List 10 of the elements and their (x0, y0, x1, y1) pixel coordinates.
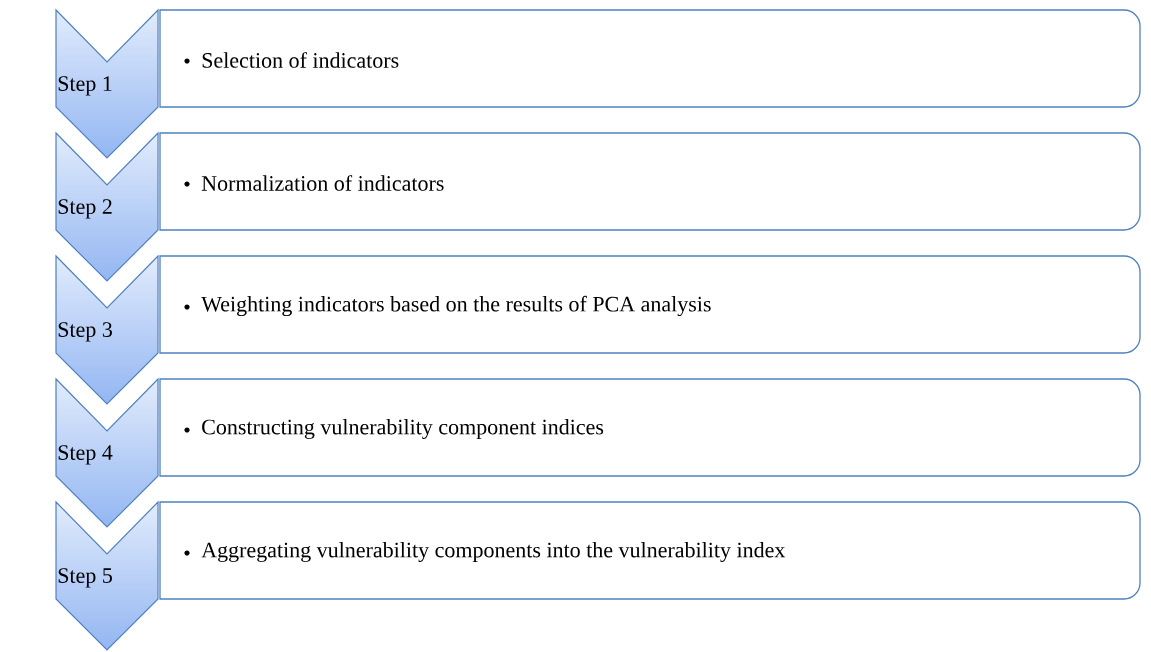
step-tab: Step 1 (55, 8, 159, 159)
step-box: Normalization of indicators (159, 132, 1141, 231)
step-tab: Step 2 (55, 131, 159, 282)
step-box: Selection of indicators (159, 9, 1141, 108)
step-box: Constructing vulnerability component indices (159, 378, 1141, 477)
step-box: Weighting indicators based on the results of PCA analysis (159, 255, 1141, 354)
step-tab: Step 3 (55, 254, 159, 405)
step-tab: Step 4 (55, 377, 159, 528)
step-box: Aggregating vulnerability components into the vulnerability index (159, 501, 1141, 600)
step-tab: Step 5 (55, 500, 159, 651)
